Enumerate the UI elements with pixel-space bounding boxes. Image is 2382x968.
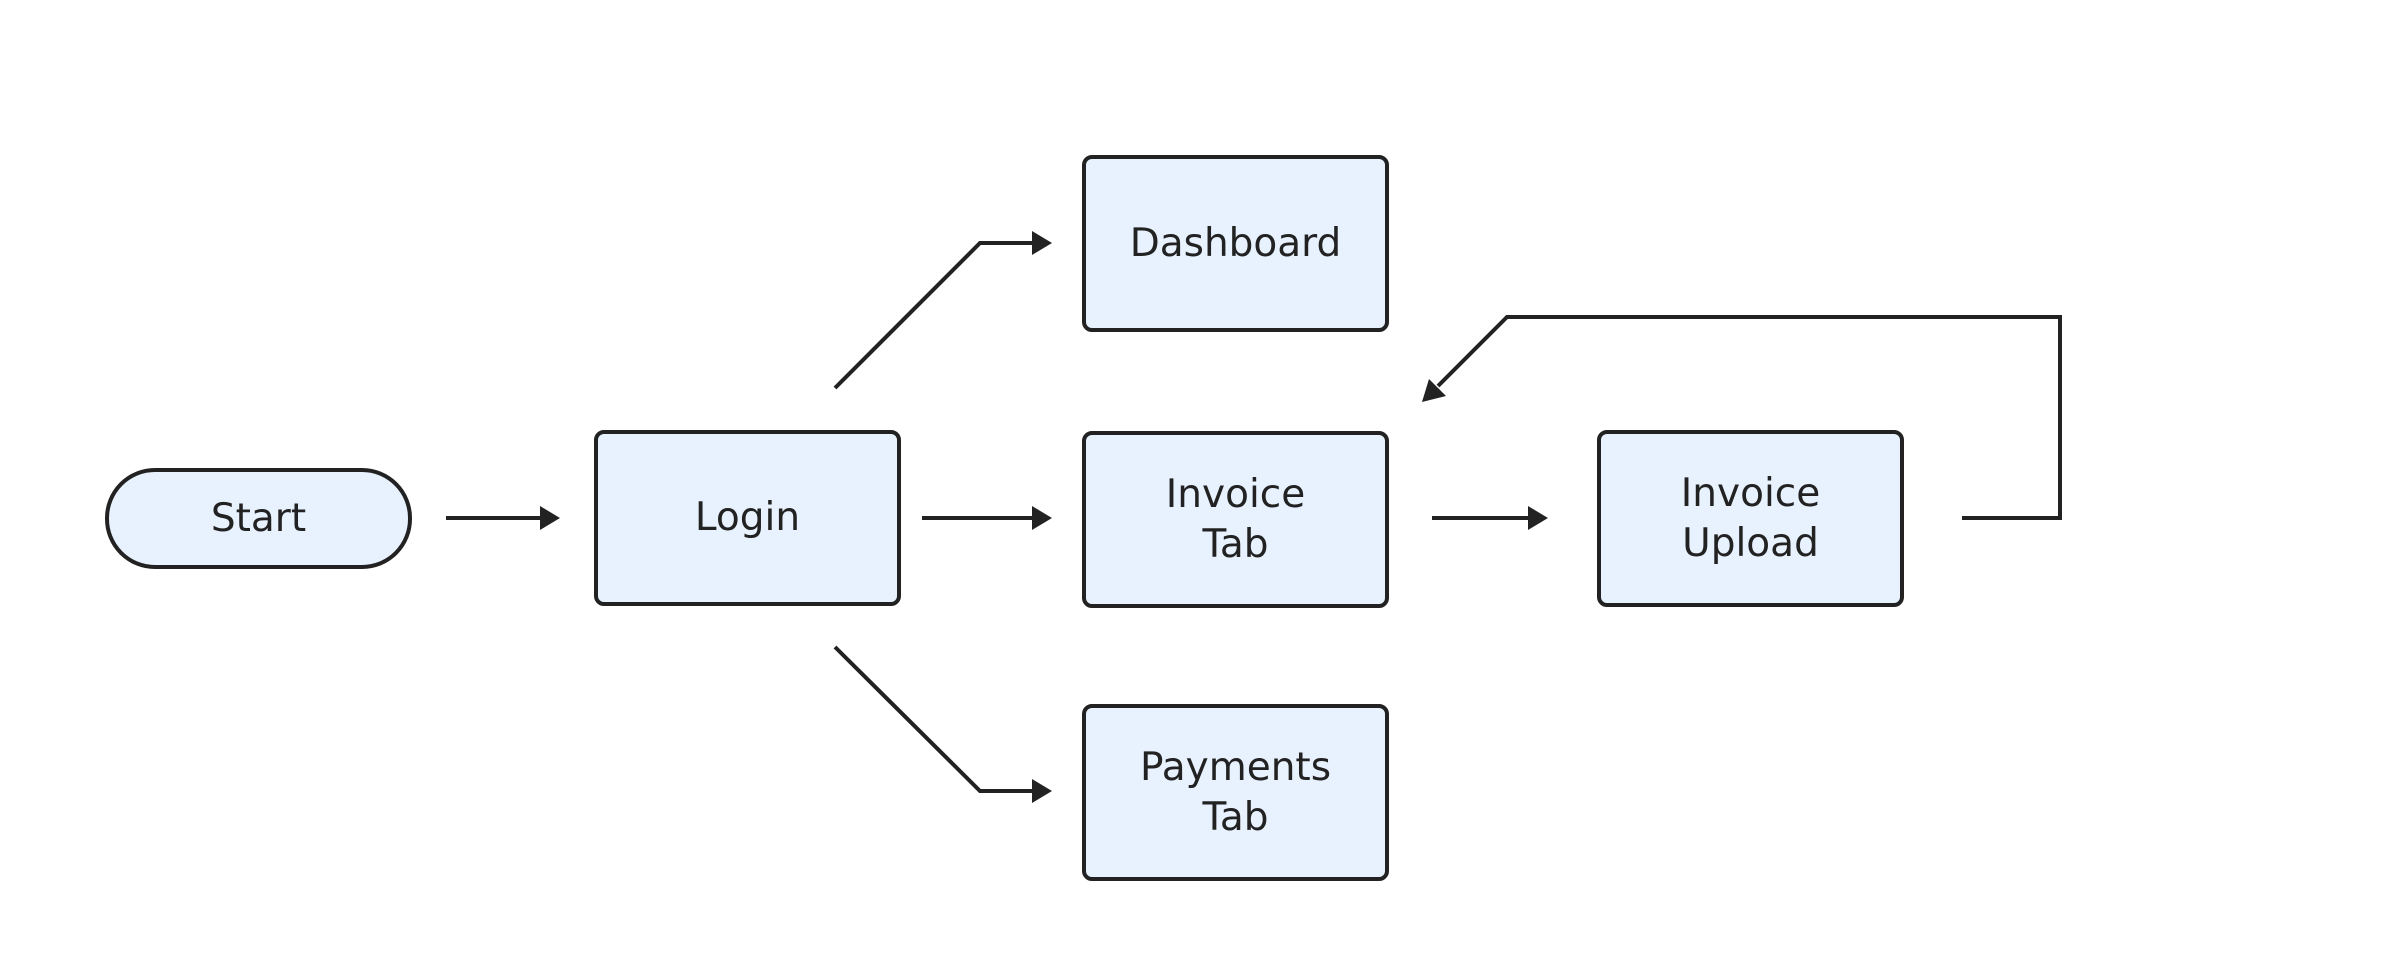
node-payments-tab-label-line-1: Payments	[1139, 744, 1332, 790]
node-invoice-upload: Invoice Upload	[1597, 430, 1904, 607]
edge-start-to-login	[446, 506, 560, 530]
edge-invoice-tab-to-invoice-upload	[1432, 506, 1548, 530]
node-start: Start	[105, 468, 412, 569]
node-invoice-tab-label-line-1: Invoice	[1165, 471, 1306, 517]
edge-login-to-payments-tab	[833, 645, 1052, 803]
node-dashboard-label: Dashboard	[1129, 220, 1342, 266]
node-invoice-tab-label-line-2: Tab	[1202, 521, 1269, 567]
node-login-label: Login	[694, 495, 801, 540]
node-invoice-upload-label-line-1: Invoice	[1680, 470, 1821, 516]
node-login: Login	[594, 430, 901, 606]
node-payments-tab: Payments Tab	[1082, 704, 1389, 881]
edge-invoice-upload-to-invoice-tab	[1422, 315, 2062, 520]
edge-login-to-invoice-tab	[922, 506, 1052, 530]
node-invoice-tab: Invoice Tab	[1082, 431, 1389, 608]
node-dashboard: Dashboard	[1082, 155, 1389, 332]
node-payments-tab-label-line-2: Tab	[1202, 794, 1269, 840]
edge-login-to-dashboard	[833, 231, 1052, 390]
node-start-label: Start	[210, 495, 307, 541]
node-invoice-upload-label-line-2: Upload	[1682, 520, 1819, 566]
